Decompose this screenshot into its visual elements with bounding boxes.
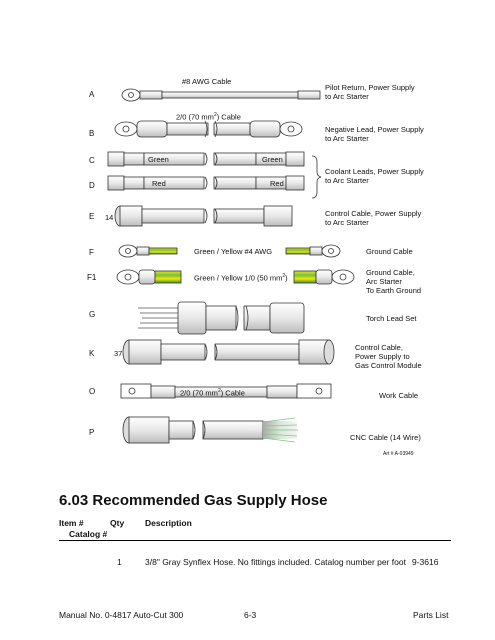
row-label-a: A xyxy=(89,90,95,99)
header-catalog: Catalog # xyxy=(69,529,108,539)
label-red-2: Red xyxy=(270,179,284,188)
cable-c xyxy=(107,151,305,167)
footer-section: Parts List xyxy=(413,610,449,620)
label-red-1: Red xyxy=(152,179,166,188)
cable-k xyxy=(122,339,335,365)
footer-page: 6-3 xyxy=(244,610,257,620)
row-label-o: O xyxy=(89,387,96,396)
label-f1-cable: Green / Yellow 1/0 (50 mm2) xyxy=(194,273,288,283)
row-label-b: B xyxy=(89,129,95,138)
header-qty: Qty xyxy=(110,518,125,528)
cable-d xyxy=(107,175,305,191)
header-description: Description xyxy=(145,518,192,528)
label-o-cable: 2/0 (70 mm2) Cable xyxy=(180,388,245,398)
row-label-c: C xyxy=(89,156,95,165)
desc-f: Ground Cable xyxy=(366,247,413,256)
row-label-f: F xyxy=(89,248,94,257)
cable-p xyxy=(122,416,298,444)
label-green-2: Green xyxy=(262,155,283,164)
desc-g: Torch Lead Set xyxy=(366,314,417,323)
art-number: Art # A-03949 xyxy=(383,451,414,457)
desc-o: Work Cable xyxy=(379,391,419,400)
table-rule xyxy=(59,540,451,541)
cable-f xyxy=(118,244,341,258)
cable-g xyxy=(138,301,305,335)
row-label-f1: F1 xyxy=(87,273,97,282)
cable-b xyxy=(114,120,303,138)
row-label-k: K xyxy=(89,349,95,358)
section-title: 6.03 Recommended Gas Supply Hose xyxy=(59,492,328,509)
label-8awg: #8 AWG Cable xyxy=(182,77,232,86)
label-k-pins: 37 xyxy=(114,349,123,358)
footer-manual: Manual No. 0-4817 Auto-Cut 300 xyxy=(59,610,184,620)
header-item: Item # xyxy=(59,518,84,528)
row-qty: 1 xyxy=(117,557,122,567)
row-catalog: 9-3616 xyxy=(412,557,439,567)
desc-p: CNC Cable (14 Wire) xyxy=(350,433,421,442)
cable-a xyxy=(121,88,321,102)
row-label-p: P xyxy=(89,428,95,437)
cable-o xyxy=(120,383,332,399)
label-e-pins: 14 xyxy=(105,213,114,222)
brace-cd xyxy=(311,155,322,199)
row-description: 3/8" Gray Synflex Hose. No fittings incl… xyxy=(145,557,406,567)
row-label-e: E xyxy=(89,212,95,221)
cable-f1 xyxy=(116,269,355,285)
row-label-d: D xyxy=(89,181,95,190)
label-green-1: Green xyxy=(148,155,169,164)
cable-e xyxy=(114,205,293,227)
label-f-cable: Green / Yellow #4 AWG xyxy=(194,247,273,256)
label-2-0-cable-b: 2/0 (70 mm2) Cable xyxy=(176,112,241,122)
row-label-g: G xyxy=(89,310,96,319)
cable-figure xyxy=(107,88,355,444)
